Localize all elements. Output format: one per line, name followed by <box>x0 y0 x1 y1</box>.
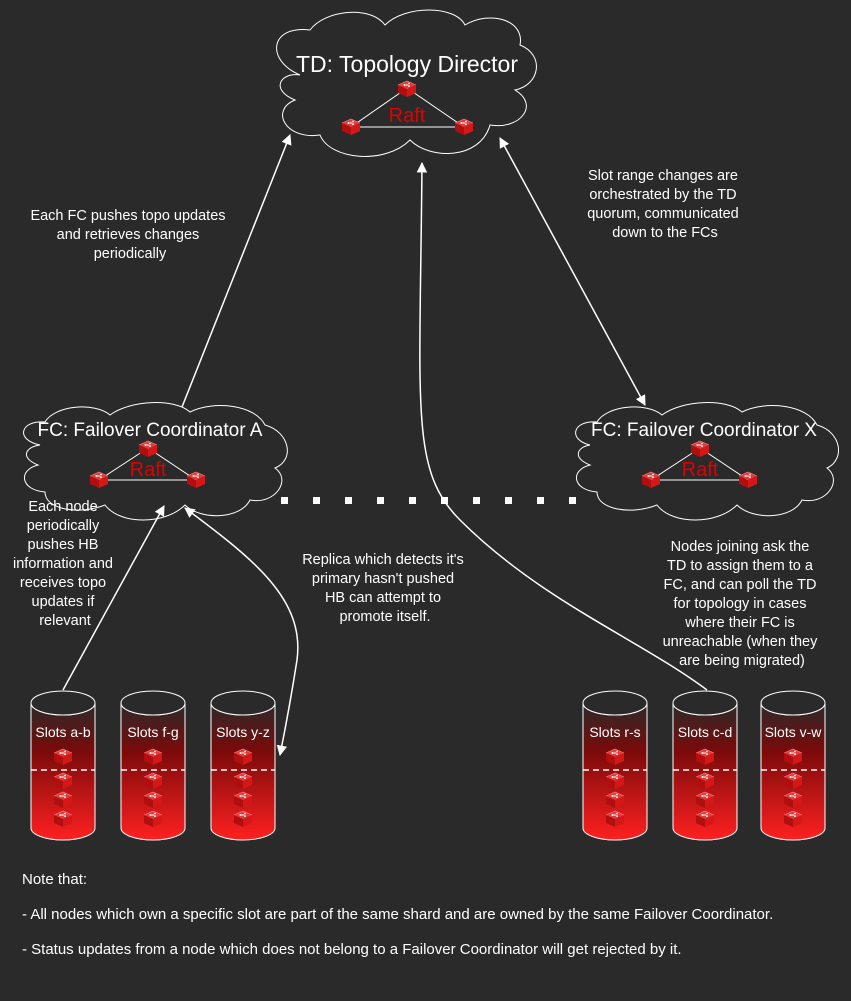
shard-label: Slots a-b <box>35 724 90 740</box>
fc-x-cloud-shape <box>575 402 839 521</box>
shard-cylinder-top <box>582 690 648 716</box>
td-cloud: TD: Topology Director Raft <box>276 9 537 157</box>
fc-a-title: FC: Failover Coordinator A <box>38 420 263 441</box>
node-to-fc-a-arrow <box>62 505 165 691</box>
joining-note: Nodes joining ask the TD to assign them … <box>663 539 822 669</box>
td-fc-x-arrow <box>499 137 646 406</box>
shard-cylinder-top <box>30 690 96 716</box>
shard-cylinder: Slots f-g <box>120 690 186 841</box>
replica-note: Replica which detects it's primary hasn'… <box>302 552 468 625</box>
shard-label: Slots c-d <box>678 724 732 740</box>
notes-item: - All nodes which own a specific slot ar… <box>22 906 773 923</box>
fc-a-raft-label: Raft <box>130 459 167 481</box>
fc-x-cloud: FC: Failover Coordinator X Raft <box>575 402 839 521</box>
shard-cylinder: Slots c-d <box>672 690 738 841</box>
shard-label: Slots y-z <box>216 724 270 740</box>
ellipsis-dots <box>281 497 576 504</box>
joining-node-to-td-arrow <box>416 161 708 691</box>
fc-push-note: Each FC pushes topo updates and retrieve… <box>30 208 229 262</box>
fc-a-cloud: FC: Failover Coordinator A Raft <box>23 402 288 521</box>
shard-label: Slots r-s <box>589 724 640 740</box>
fc-a-raft-triangle <box>97 447 198 481</box>
td-raft-triangle <box>349 87 466 128</box>
shard-cylinder: Slots r-s <box>582 690 648 841</box>
fc-x-raft-triangle <box>649 447 750 481</box>
shard-cylinder-top <box>760 690 826 716</box>
shard-cylinder: Slots y-z <box>210 690 276 841</box>
fc-a-cloud-shape <box>23 402 288 521</box>
shard-cylinder: Slots a-b <box>30 690 96 841</box>
notes-item: - Status updates from a node which does … <box>22 941 682 958</box>
node-hb-note: Each node periodically pushes HB informa… <box>13 499 117 629</box>
shard-cylinder-top <box>120 690 186 716</box>
td-raft-label: Raft <box>389 105 426 127</box>
shard-cylinder-top <box>210 690 276 716</box>
notes-heading: Note that: <box>22 871 87 888</box>
shard-group: Slots a-b Slots f-g Slots y-z Slots r-s Slot… <box>30 690 826 841</box>
replica-fc-a-arrow <box>184 507 299 757</box>
fc-a-to-td-arrow <box>181 134 292 408</box>
shard-label: Slots f-g <box>127 724 178 740</box>
shard-label: Slots v-w <box>765 724 823 740</box>
fc-x-raft-label: Raft <box>682 459 719 481</box>
slot-range-note: Slot range changes are orchestrated by t… <box>587 168 743 241</box>
shard-cylinder-top <box>672 690 738 716</box>
td-title: TD: Topology Director <box>296 51 518 77</box>
shard-cylinder: Slots v-w <box>760 690 826 841</box>
fc-x-title: FC: Failover Coordinator X <box>591 420 817 441</box>
